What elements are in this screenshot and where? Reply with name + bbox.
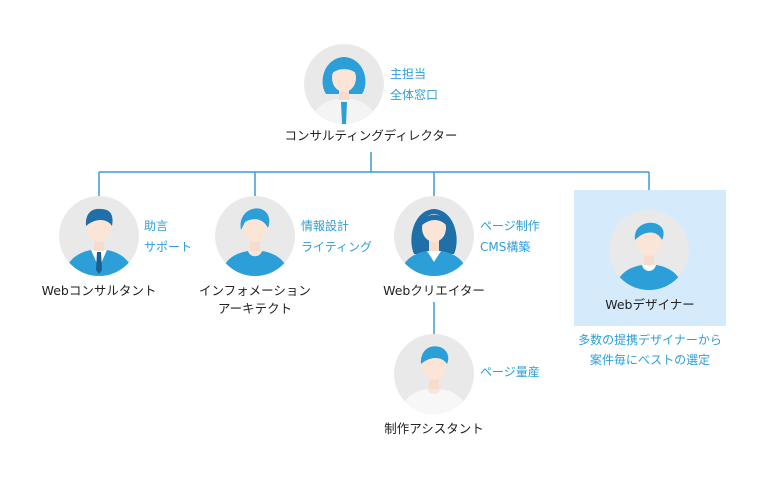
assistant-avatar bbox=[394, 334, 474, 414]
designer-avatar bbox=[609, 210, 689, 290]
director-name: コンサルティングディレクター bbox=[284, 128, 458, 143]
designer-name: Webデザイナー bbox=[605, 297, 695, 312]
consultant-note: 助言 サポート bbox=[144, 219, 193, 254]
consultant-name: Webコンサルタント bbox=[41, 283, 157, 298]
director-note: 主担当 全体窓口 bbox=[390, 67, 439, 102]
architect-note: 情報設計 ライティング bbox=[301, 219, 373, 254]
creator-note: ページ制作 CMS構築 bbox=[480, 219, 540, 254]
creator-avatar bbox=[394, 196, 474, 276]
architect-avatar bbox=[215, 196, 295, 276]
designer-note: 多数の提携デザイナーから 案件毎にベストの選定 bbox=[578, 333, 722, 367]
architect-name: インフォメーション アーキテクト bbox=[199, 283, 311, 316]
director-avatar bbox=[304, 44, 384, 124]
creator-name: Webクリエイター bbox=[383, 283, 485, 298]
assistant-name: 制作アシスタント bbox=[384, 421, 484, 436]
assistant-note: ページ量産 bbox=[480, 365, 540, 379]
consultant-avatar bbox=[59, 196, 139, 276]
